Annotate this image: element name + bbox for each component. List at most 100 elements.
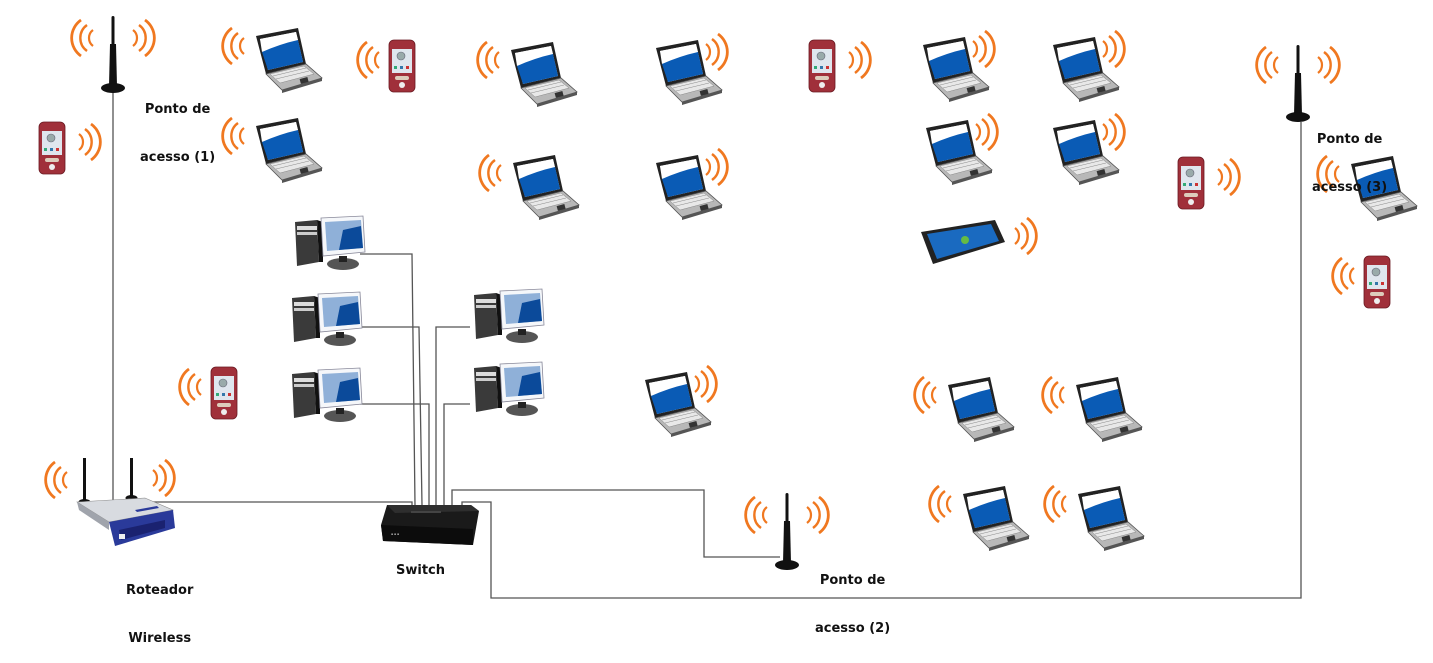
laptop-icon xyxy=(510,41,578,108)
smartphone[interactable] xyxy=(178,366,238,420)
phone-icon xyxy=(210,366,238,420)
cable-desktop4-switch xyxy=(435,326,470,505)
laptop-icon xyxy=(655,39,723,106)
svg-text:▪ ▪ ▪: ▪ ▪ ▪ xyxy=(391,532,399,536)
signal-waves-icon xyxy=(847,40,872,80)
label-line: acesso (1) xyxy=(140,150,216,165)
cable-switch-ap2 xyxy=(451,489,780,558)
laptop-icon xyxy=(1052,119,1120,186)
signal-waves-icon xyxy=(77,122,102,162)
phone-icon xyxy=(808,39,836,93)
phone-icon xyxy=(1363,255,1391,309)
signal-waves-icon xyxy=(693,364,718,404)
desktop-icon xyxy=(473,361,545,417)
cable-switch-ap3 xyxy=(461,122,1302,599)
desktop-computer[interactable] xyxy=(291,291,363,347)
smartphone[interactable] xyxy=(1177,156,1241,210)
signal-waves-icon xyxy=(1101,29,1126,69)
laptop[interactable] xyxy=(655,32,729,106)
laptops xyxy=(221,26,1418,552)
desktop-icon xyxy=(291,367,363,423)
laptop[interactable] xyxy=(1052,29,1126,103)
signal-waves-icon xyxy=(356,40,381,80)
smartphone[interactable] xyxy=(1331,255,1391,309)
signal-waves-icon xyxy=(1041,375,1066,415)
laptop-icon xyxy=(512,154,580,221)
laptop[interactable] xyxy=(644,364,718,438)
signal-waves-icon xyxy=(1043,484,1068,524)
label-line: Ponto de xyxy=(144,102,211,117)
phones xyxy=(38,39,1391,420)
phone-icon xyxy=(1177,156,1205,210)
smartphone[interactable] xyxy=(808,39,872,93)
cable-desktop3-switch xyxy=(360,403,430,505)
signal-waves-icon xyxy=(44,460,69,500)
laptop[interactable] xyxy=(922,29,996,103)
signal-waves-icon xyxy=(805,495,830,535)
label-line: Ponto de xyxy=(1316,132,1383,147)
smartphone[interactable] xyxy=(356,39,416,93)
laptop[interactable] xyxy=(221,116,323,184)
label-line: Wireless xyxy=(128,631,192,646)
laptop[interactable] xyxy=(925,112,999,186)
signal-waves-icon xyxy=(1331,256,1356,296)
signal-waves-icon xyxy=(178,367,203,407)
laptop-icon xyxy=(962,485,1030,552)
label-line: acesso (2) xyxy=(815,621,891,636)
laptop-icon xyxy=(655,154,723,221)
antenna-icon xyxy=(775,493,799,570)
label-line: acesso (3) xyxy=(1312,180,1388,195)
label-line: Roteador xyxy=(126,583,194,598)
signal-waves-icon xyxy=(1316,45,1341,85)
laptop-icon xyxy=(1052,36,1120,103)
signal-waves-icon xyxy=(928,484,953,524)
signal-waves-icon xyxy=(1255,45,1280,85)
cable-desktop5-switch xyxy=(443,403,470,505)
signal-waves-icon xyxy=(221,26,246,66)
access-point-2-label: Ponto de acesso (2) xyxy=(815,541,890,653)
signal-waves-icon xyxy=(1101,112,1126,152)
network-diagram: ▪ ▪ ▪ xyxy=(38,16,1418,599)
desktop-icon xyxy=(473,288,545,344)
signal-waves-icon xyxy=(974,112,999,152)
laptop[interactable] xyxy=(1041,375,1143,443)
signal-waves-icon xyxy=(704,147,729,187)
signal-waves-icon xyxy=(70,18,95,58)
laptop-icon xyxy=(255,27,323,94)
smartphone[interactable] xyxy=(38,121,102,175)
laptop-icon xyxy=(947,376,1015,443)
desktop-computer[interactable] xyxy=(473,288,545,344)
laptop[interactable] xyxy=(655,147,729,221)
desktop-computer[interactable] xyxy=(294,215,366,271)
laptop[interactable] xyxy=(478,153,580,221)
access-point-3-label: Ponto de acesso (3) xyxy=(1312,100,1387,212)
switch-label: Switch xyxy=(396,563,446,578)
desktop-computer[interactable] xyxy=(473,361,545,417)
cable-desktop1-switch xyxy=(360,253,416,506)
laptop[interactable] xyxy=(913,375,1015,443)
laptop[interactable] xyxy=(1043,484,1145,552)
signal-waves-icon xyxy=(131,18,156,58)
laptop-icon xyxy=(644,371,712,438)
laptop[interactable] xyxy=(1052,112,1126,186)
laptop[interactable] xyxy=(221,26,323,94)
wireless-router[interactable] xyxy=(44,458,176,546)
desktop-computer[interactable] xyxy=(291,367,363,423)
laptop[interactable] xyxy=(476,40,578,108)
tablet[interactable] xyxy=(921,216,1038,264)
signal-waves-icon xyxy=(151,458,176,498)
access-point-1-label: Ponto de acesso (1) xyxy=(140,70,215,182)
label-line: Ponto de xyxy=(819,573,886,588)
laptop[interactable] xyxy=(928,484,1030,552)
signal-waves-icon xyxy=(476,40,501,80)
cables xyxy=(112,88,1302,599)
laptop-icon xyxy=(1077,485,1145,552)
laptop-icon xyxy=(922,36,990,103)
desktop-icon xyxy=(291,291,363,347)
cable-router-switch xyxy=(150,501,413,505)
signal-waves-icon xyxy=(1013,216,1038,256)
signal-waves-icon xyxy=(221,116,246,156)
network-switch[interactable]: ▪ ▪ ▪ xyxy=(381,505,479,545)
antenna-icon xyxy=(1286,45,1310,122)
signal-waves-icon xyxy=(478,153,503,193)
